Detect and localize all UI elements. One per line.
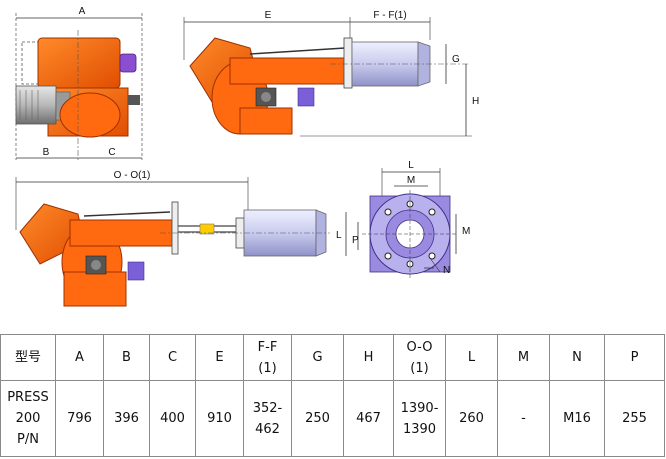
- dim-M-top-label: M: [407, 175, 415, 186]
- header-L: L: [445, 334, 498, 381]
- cell-B: 396: [103, 380, 150, 457]
- dim-OO-label: O - O(1): [114, 170, 151, 181]
- front-view: A B C: [15, 6, 143, 162]
- header-B: B: [103, 334, 150, 381]
- cell-M: -: [497, 380, 550, 457]
- dim-M-side-label: M: [462, 226, 470, 237]
- cell-N: M16: [549, 380, 605, 457]
- cell-C: 400: [149, 380, 196, 457]
- cell-E: 910: [195, 380, 244, 457]
- table-header-row: 型号 A B C E F-F (1) G H O-O (1) L M N P: [0, 334, 665, 381]
- spec-table: 型号 A B C E F-F (1) G H O-O (1) L M N P P…: [0, 334, 665, 457]
- flange-view: L M L P M N: [336, 160, 470, 280]
- cell-OO: 1390- 1390: [393, 380, 446, 457]
- side-view-extended: O - O(1): [15, 170, 330, 307]
- header-A: A: [55, 334, 104, 381]
- cell-P: 255: [604, 380, 665, 457]
- header-E: E: [195, 334, 244, 381]
- header-FF: F-F (1): [243, 334, 292, 381]
- dim-A-label: A: [79, 6, 86, 17]
- dim-FF-label: F - F(1): [373, 10, 406, 21]
- dim-L-side-label: L: [336, 230, 342, 241]
- table-row: PRESS 200 P/N 796 396 400 910 352- 462 2…: [0, 380, 665, 457]
- side-view: E F - F(1) G H: [183, 10, 479, 137]
- header-model: 型号: [0, 334, 56, 381]
- cell-FF: 352- 462: [243, 380, 292, 457]
- dim-G-label: G: [452, 54, 460, 65]
- header-N: N: [549, 334, 605, 381]
- cell-H: 467: [343, 380, 394, 457]
- dim-H-label: H: [472, 96, 479, 107]
- burner-dimension-drawing: A B C E F - F(1): [15, 6, 479, 307]
- cell-G: 250: [291, 380, 344, 457]
- dim-L-label: L: [408, 160, 414, 171]
- header-H: H: [343, 334, 394, 381]
- dim-P-label: P: [352, 235, 359, 246]
- header-P: P: [604, 334, 665, 381]
- header-OO: O-O (1): [393, 334, 446, 381]
- cell-L: 260: [445, 380, 498, 457]
- header-C: C: [149, 334, 196, 381]
- dim-C-label: C: [108, 147, 115, 158]
- dim-E-label: E: [265, 10, 272, 21]
- cell-model: PRESS 200 P/N: [0, 380, 56, 457]
- dim-B-label: B: [43, 147, 50, 158]
- header-G: G: [291, 334, 344, 381]
- header-M: M: [497, 334, 550, 381]
- cell-A: 796: [55, 380, 104, 457]
- dim-N-label: N: [443, 265, 450, 276]
